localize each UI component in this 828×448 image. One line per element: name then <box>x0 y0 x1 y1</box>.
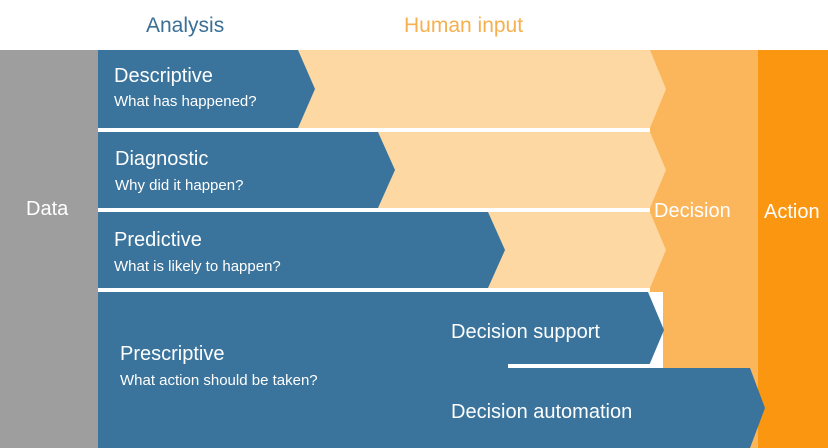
predictive-arrow <box>98 212 505 288</box>
decision-support-label: Decision support <box>451 321 600 343</box>
human-input-header: Human input <box>404 14 524 37</box>
decision-column <box>650 50 758 448</box>
prescriptive-divider <box>508 364 650 368</box>
action-label: Action <box>764 201 820 223</box>
prescriptive-block <box>98 292 765 448</box>
predictive-title: Predictive <box>114 229 202 251</box>
descriptive-question: What has happened? <box>114 93 257 110</box>
diagnostic-question: Why did it happen? <box>115 177 244 194</box>
diagnostic-title: Diagnostic <box>115 148 209 170</box>
analysis-header: Analysis <box>146 14 225 37</box>
data-column <box>0 50 98 448</box>
decision-label: Decision <box>654 200 731 222</box>
descriptive-arrow <box>98 50 315 128</box>
prescriptive-title: Prescriptive <box>120 343 225 365</box>
diagnostic-arrow <box>98 132 395 208</box>
descriptive-title: Descriptive <box>114 65 213 87</box>
predictive-question: What is likely to happen? <box>114 258 281 275</box>
data-label: Data <box>26 198 69 220</box>
action-column <box>758 50 828 448</box>
decision-automation-label: Decision automation <box>451 401 633 423</box>
prescriptive-question: What action should be taken? <box>120 372 318 389</box>
